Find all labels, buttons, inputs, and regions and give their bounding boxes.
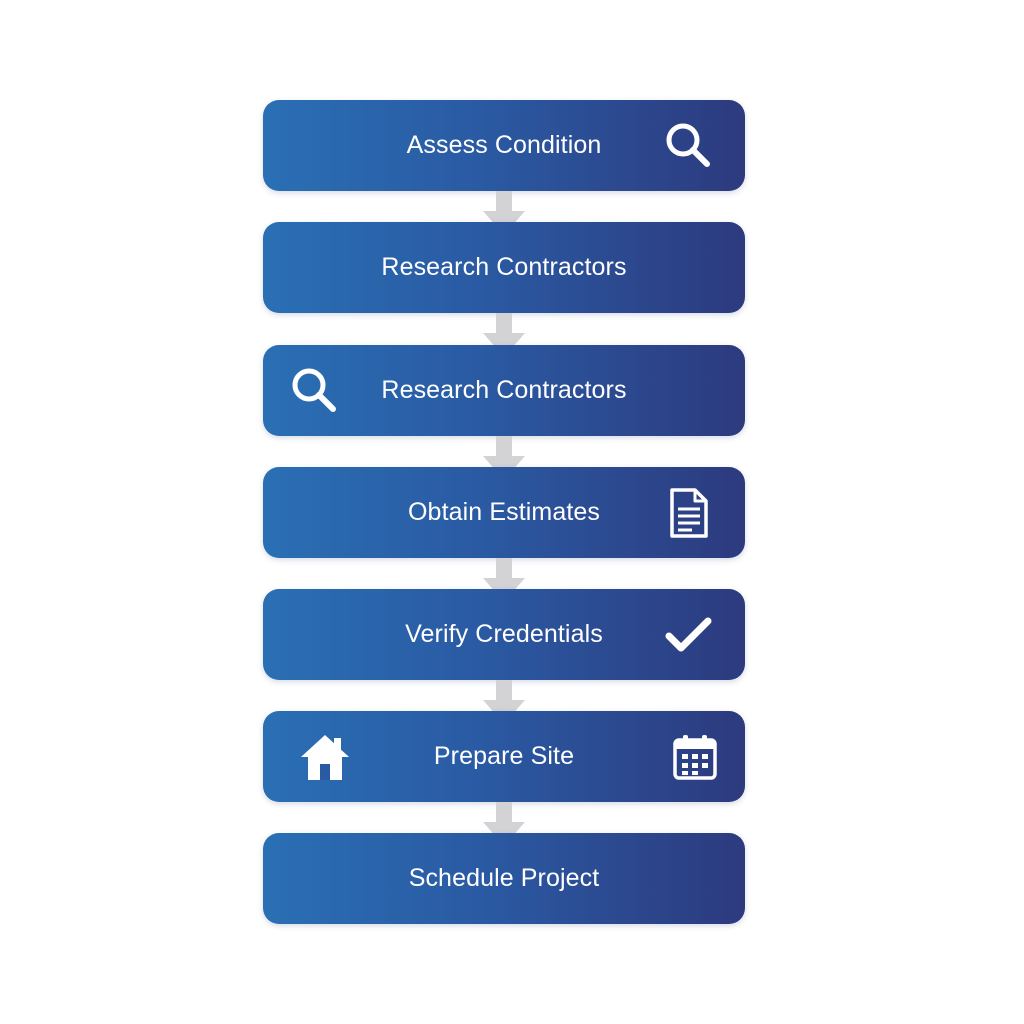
step-research-contractors: Research Contractors — [263, 222, 745, 313]
checkmark-icon — [659, 589, 719, 680]
document-icon — [659, 467, 719, 558]
home-icon — [295, 711, 355, 802]
step-prepare-site: Prepare Site — [263, 711, 745, 802]
step-label: Research Contractors — [381, 376, 627, 404]
step-label: Obtain Estimates — [408, 498, 600, 526]
search-icon — [285, 345, 345, 436]
step-verify-credentials: Verify Credentials — [263, 589, 745, 680]
step-label: Assess Condition — [406, 131, 602, 159]
step-obtain-estimates: Obtain Estimates — [263, 467, 745, 558]
step-label: Prepare Site — [433, 742, 575, 770]
search-icon — [659, 100, 719, 191]
step-label: Schedule Project — [408, 864, 600, 892]
step-research-contractors-2: Research Contractors — [263, 345, 745, 436]
step-label: Research Contractors — [381, 253, 627, 281]
calendar-icon — [665, 711, 725, 802]
step-schedule-project: Schedule Project — [263, 833, 745, 924]
step-label: Verify Credentials — [405, 620, 603, 648]
step-assess-condition: Assess Condition — [263, 100, 745, 191]
